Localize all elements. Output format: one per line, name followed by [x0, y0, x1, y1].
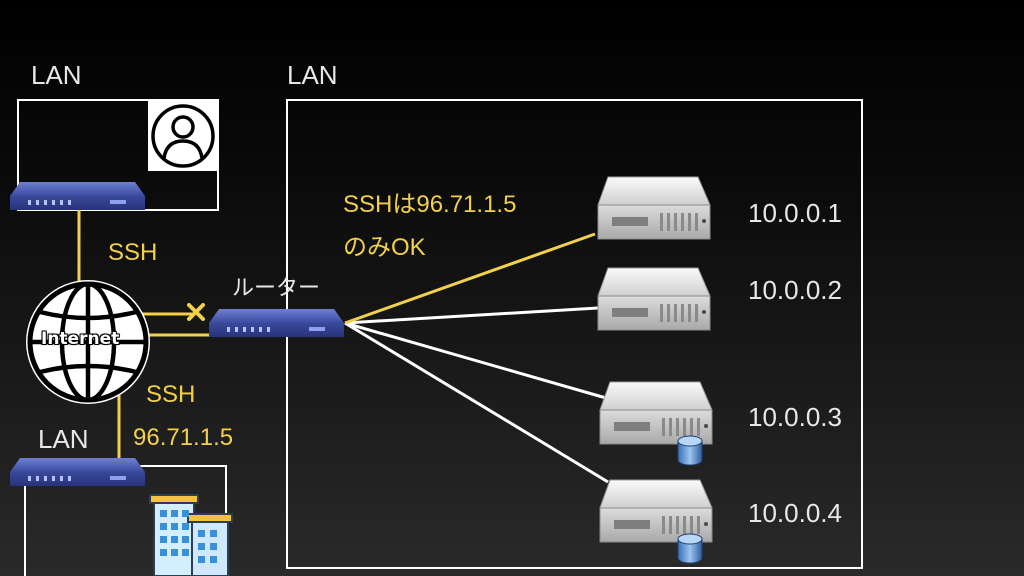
- ssh-rule-line2: のみOK: [343, 234, 426, 261]
- server-icon: [599, 381, 713, 445]
- lan-label-top-left: LAN: [31, 60, 82, 90]
- server-ip-4: 10.0.0.4: [748, 498, 842, 528]
- router-top-left: [10, 182, 145, 210]
- server-icon: [597, 267, 711, 331]
- router-bottom-left: [10, 458, 145, 486]
- ssh-label-bottom: SSH: [146, 381, 196, 408]
- link-router-server-4: [344, 321, 609, 484]
- lan-label-main: LAN: [287, 60, 338, 90]
- globe-icon: [26, 280, 150, 404]
- lan-links: [344, 306, 609, 484]
- server-icon: [597, 176, 711, 240]
- link-router-server-2: [344, 306, 599, 325]
- router-main: [209, 309, 344, 337]
- database-icon: [677, 533, 703, 564]
- server-ip-2: 10.0.0.2: [748, 275, 842, 305]
- x-mark-icon: [187, 303, 205, 321]
- user-icon: [148, 101, 218, 171]
- ssh-label-top: SSH: [108, 239, 158, 266]
- router-label: ルーター: [232, 275, 321, 300]
- link-router-server-3: [344, 321, 607, 400]
- building-icon: [149, 494, 233, 576]
- server-icon: [599, 479, 713, 543]
- server-ip-3: 10.0.0.3: [748, 402, 842, 432]
- ssh-rule-line1: SSHは96.71.1.5: [343, 191, 517, 218]
- lan-label-bottom-left: LAN: [38, 424, 89, 454]
- ssh-source-ip: 96.71.1.5: [133, 424, 234, 451]
- database-icon: [677, 435, 703, 466]
- link-router-server-1: [344, 232, 596, 325]
- server-ip-1: 10.0.0.1: [748, 198, 842, 228]
- internet-label: Internet: [41, 329, 120, 349]
